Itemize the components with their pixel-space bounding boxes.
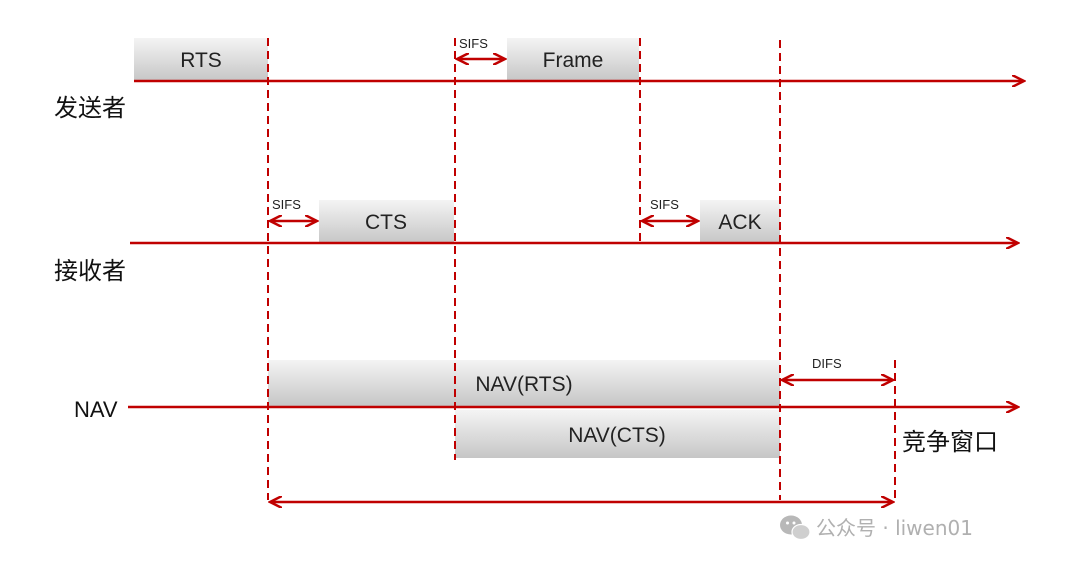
rts-label: RTS	[180, 49, 222, 72]
sifs-label-1: SIFS	[459, 36, 488, 51]
difs-label: DIFS	[812, 356, 842, 371]
cts-label: CTS	[365, 211, 407, 234]
frame-box	[507, 38, 639, 81]
cts-box	[319, 200, 454, 243]
nav-cts-label: NAV(CTS)	[568, 424, 666, 447]
contention-window-label: 竞争窗口	[902, 428, 998, 456]
frame-label: Frame	[543, 49, 604, 72]
ack-box	[700, 200, 780, 243]
receiver-label: 接收者	[54, 257, 126, 285]
wechat-icon	[780, 515, 811, 541]
nav-rts-label: NAV(RTS)	[475, 373, 572, 396]
sifs-label-2: SIFS	[272, 197, 301, 212]
nav-row-label: NAV	[74, 397, 118, 422]
sender-label: 发送者	[54, 94, 126, 122]
watermark-text: 公众号 · liwen01	[816, 516, 973, 540]
sifs-label-3: SIFS	[650, 197, 679, 212]
nav-rts-box	[268, 360, 780, 406]
rts-box	[134, 38, 268, 81]
nav-cts-box	[455, 410, 780, 458]
ack-label: ACK	[718, 211, 761, 234]
